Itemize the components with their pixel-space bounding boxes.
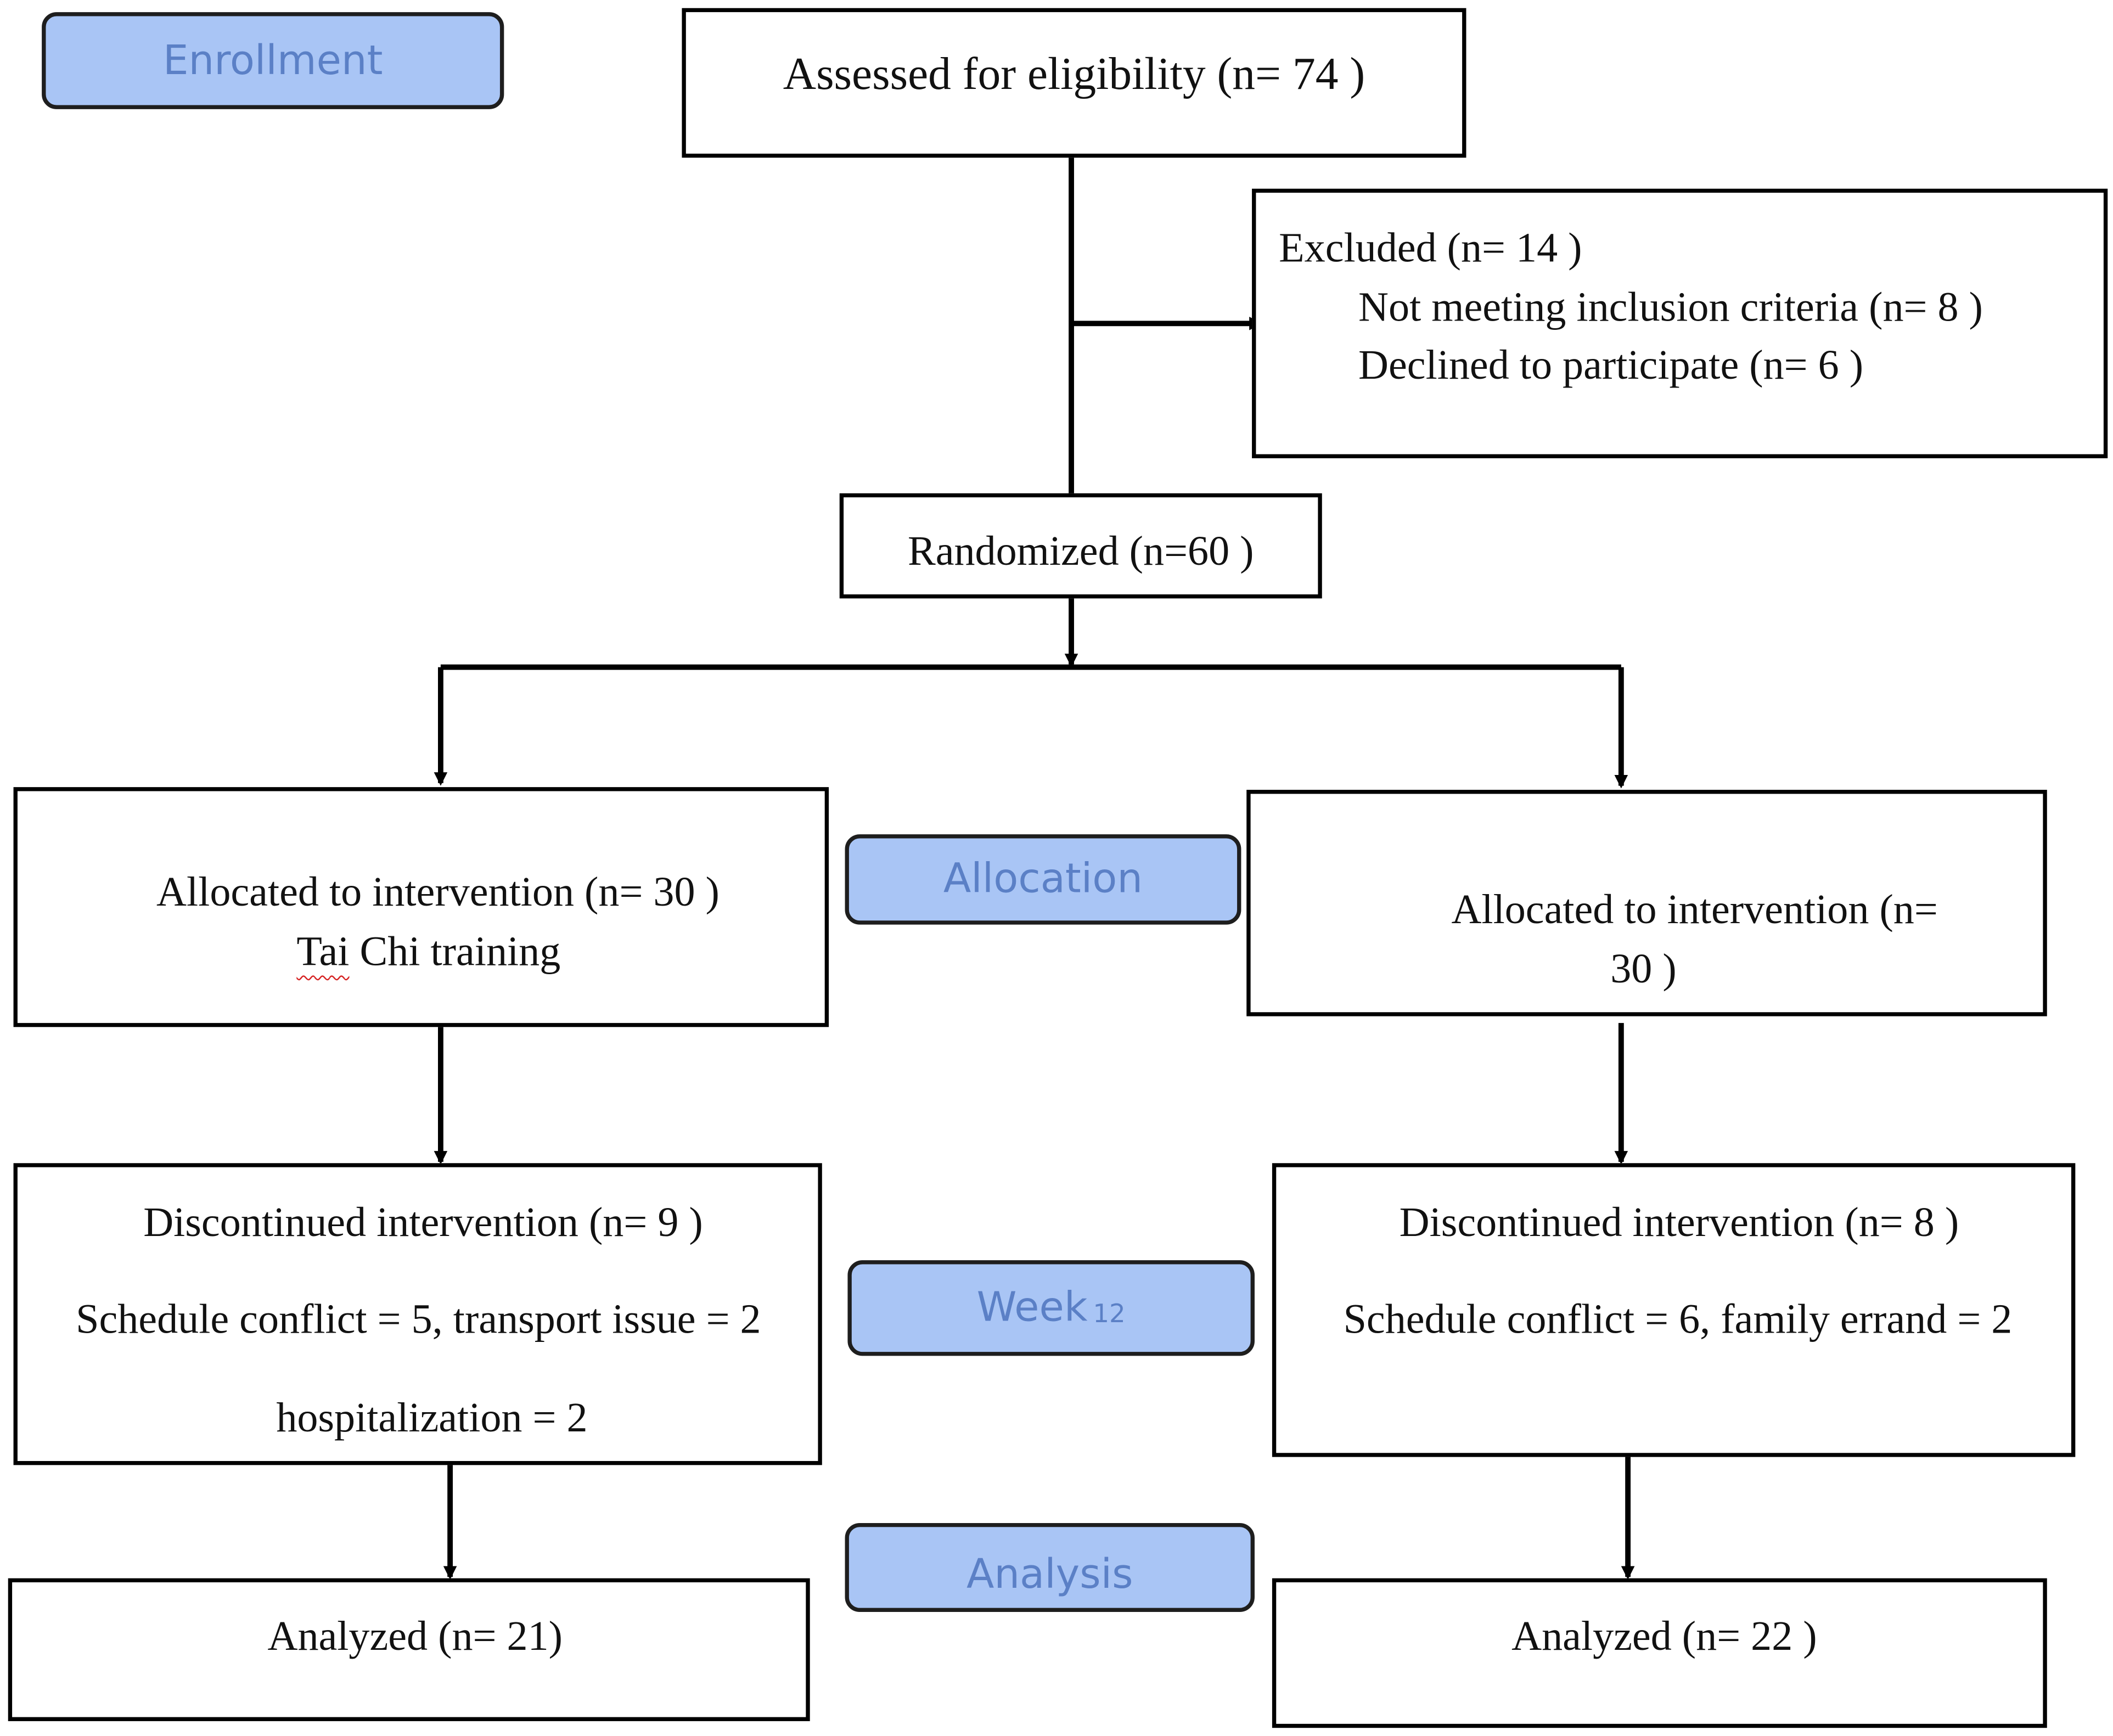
assessed-text: Assessed for eligibility (n= 74 )	[783, 49, 1365, 100]
right-allocated-text-line-1: Allocated to intervention (n=	[1451, 885, 1938, 933]
stage-label-allocation-text: Allocation	[943, 856, 1143, 903]
right-discontinued-reasons: Schedule conflict = 6, family errand = 2	[1343, 1295, 2013, 1342]
left-discontinued-text: Discontinued intervention (n= 9 )	[143, 1198, 703, 1246]
randomized-text: Randomized (n=60 )	[907, 527, 1254, 575]
stage-label-week-number: 12	[1093, 1299, 1126, 1329]
left-allocated-intervention-name-first-word: Tai	[296, 927, 350, 975]
stage-label-week-text: Week	[976, 1284, 1088, 1332]
left-discontinued-reasons: Schedule conflict = 5, transport issue =…	[76, 1295, 761, 1342]
left-allocated-intervention-name-rest: Chi training	[349, 927, 561, 975]
excluded-title: Excluded (n= 14 )	[1279, 223, 1582, 271]
right-analyzed-text: Analyzed (n= 22 )	[1511, 1612, 1817, 1659]
left-analyzed-text: Analyzed (n= 21)	[267, 1612, 563, 1659]
right-discontinued-box: Discontinued intervention (n= 8 ) Schedu…	[1272, 1163, 2076, 1457]
left-allocated-text: Allocated to intervention (n= 30 )	[156, 868, 720, 915]
right-analyzed-box: Analyzed (n= 22 )	[1272, 1578, 2047, 1728]
stage-label-allocation: Allocation	[845, 834, 1241, 925]
excluded-box: Excluded (n= 14 ) Not meeting inclusion …	[1252, 188, 2108, 458]
stage-label-enrollment-text: Enrollment	[162, 37, 383, 85]
stage-label-enrollment: Enrollment	[42, 12, 504, 109]
excluded-reason-inclusion-criteria: Not meeting inclusion criteria (n= 8 )	[1358, 283, 1983, 330]
right-discontinued-text: Discontinued intervention (n= 8 )	[1399, 1198, 1959, 1246]
randomized-box: Randomized (n=60 )	[839, 493, 1322, 599]
excluded-reason-declined: Declined to participate (n= 6 )	[1358, 341, 1864, 389]
left-analyzed-box: Analyzed (n= 21)	[8, 1578, 810, 1721]
left-discontinued-box: Discontinued intervention (n= 9 ) Schedu…	[13, 1163, 822, 1465]
left-allocation-box: Allocated to intervention (n= 30 ) Tai C…	[13, 787, 829, 1027]
assessed-box: Assessed for eligibility (n= 74 )	[682, 8, 1466, 158]
left-allocated-intervention-name: Tai Chi training	[18, 930, 840, 971]
stage-label-analysis: Analysis	[845, 1522, 1255, 1613]
right-allocation-box: Allocated to intervention (n= 30 )	[1246, 790, 2047, 1016]
stage-label-analysis-text: Analysis	[966, 1551, 1133, 1599]
right-allocated-text-line-2: 30 )	[1610, 945, 1677, 992]
left-discontinued-reasons-hospitalization: hospitalization = 2	[276, 1394, 588, 1441]
